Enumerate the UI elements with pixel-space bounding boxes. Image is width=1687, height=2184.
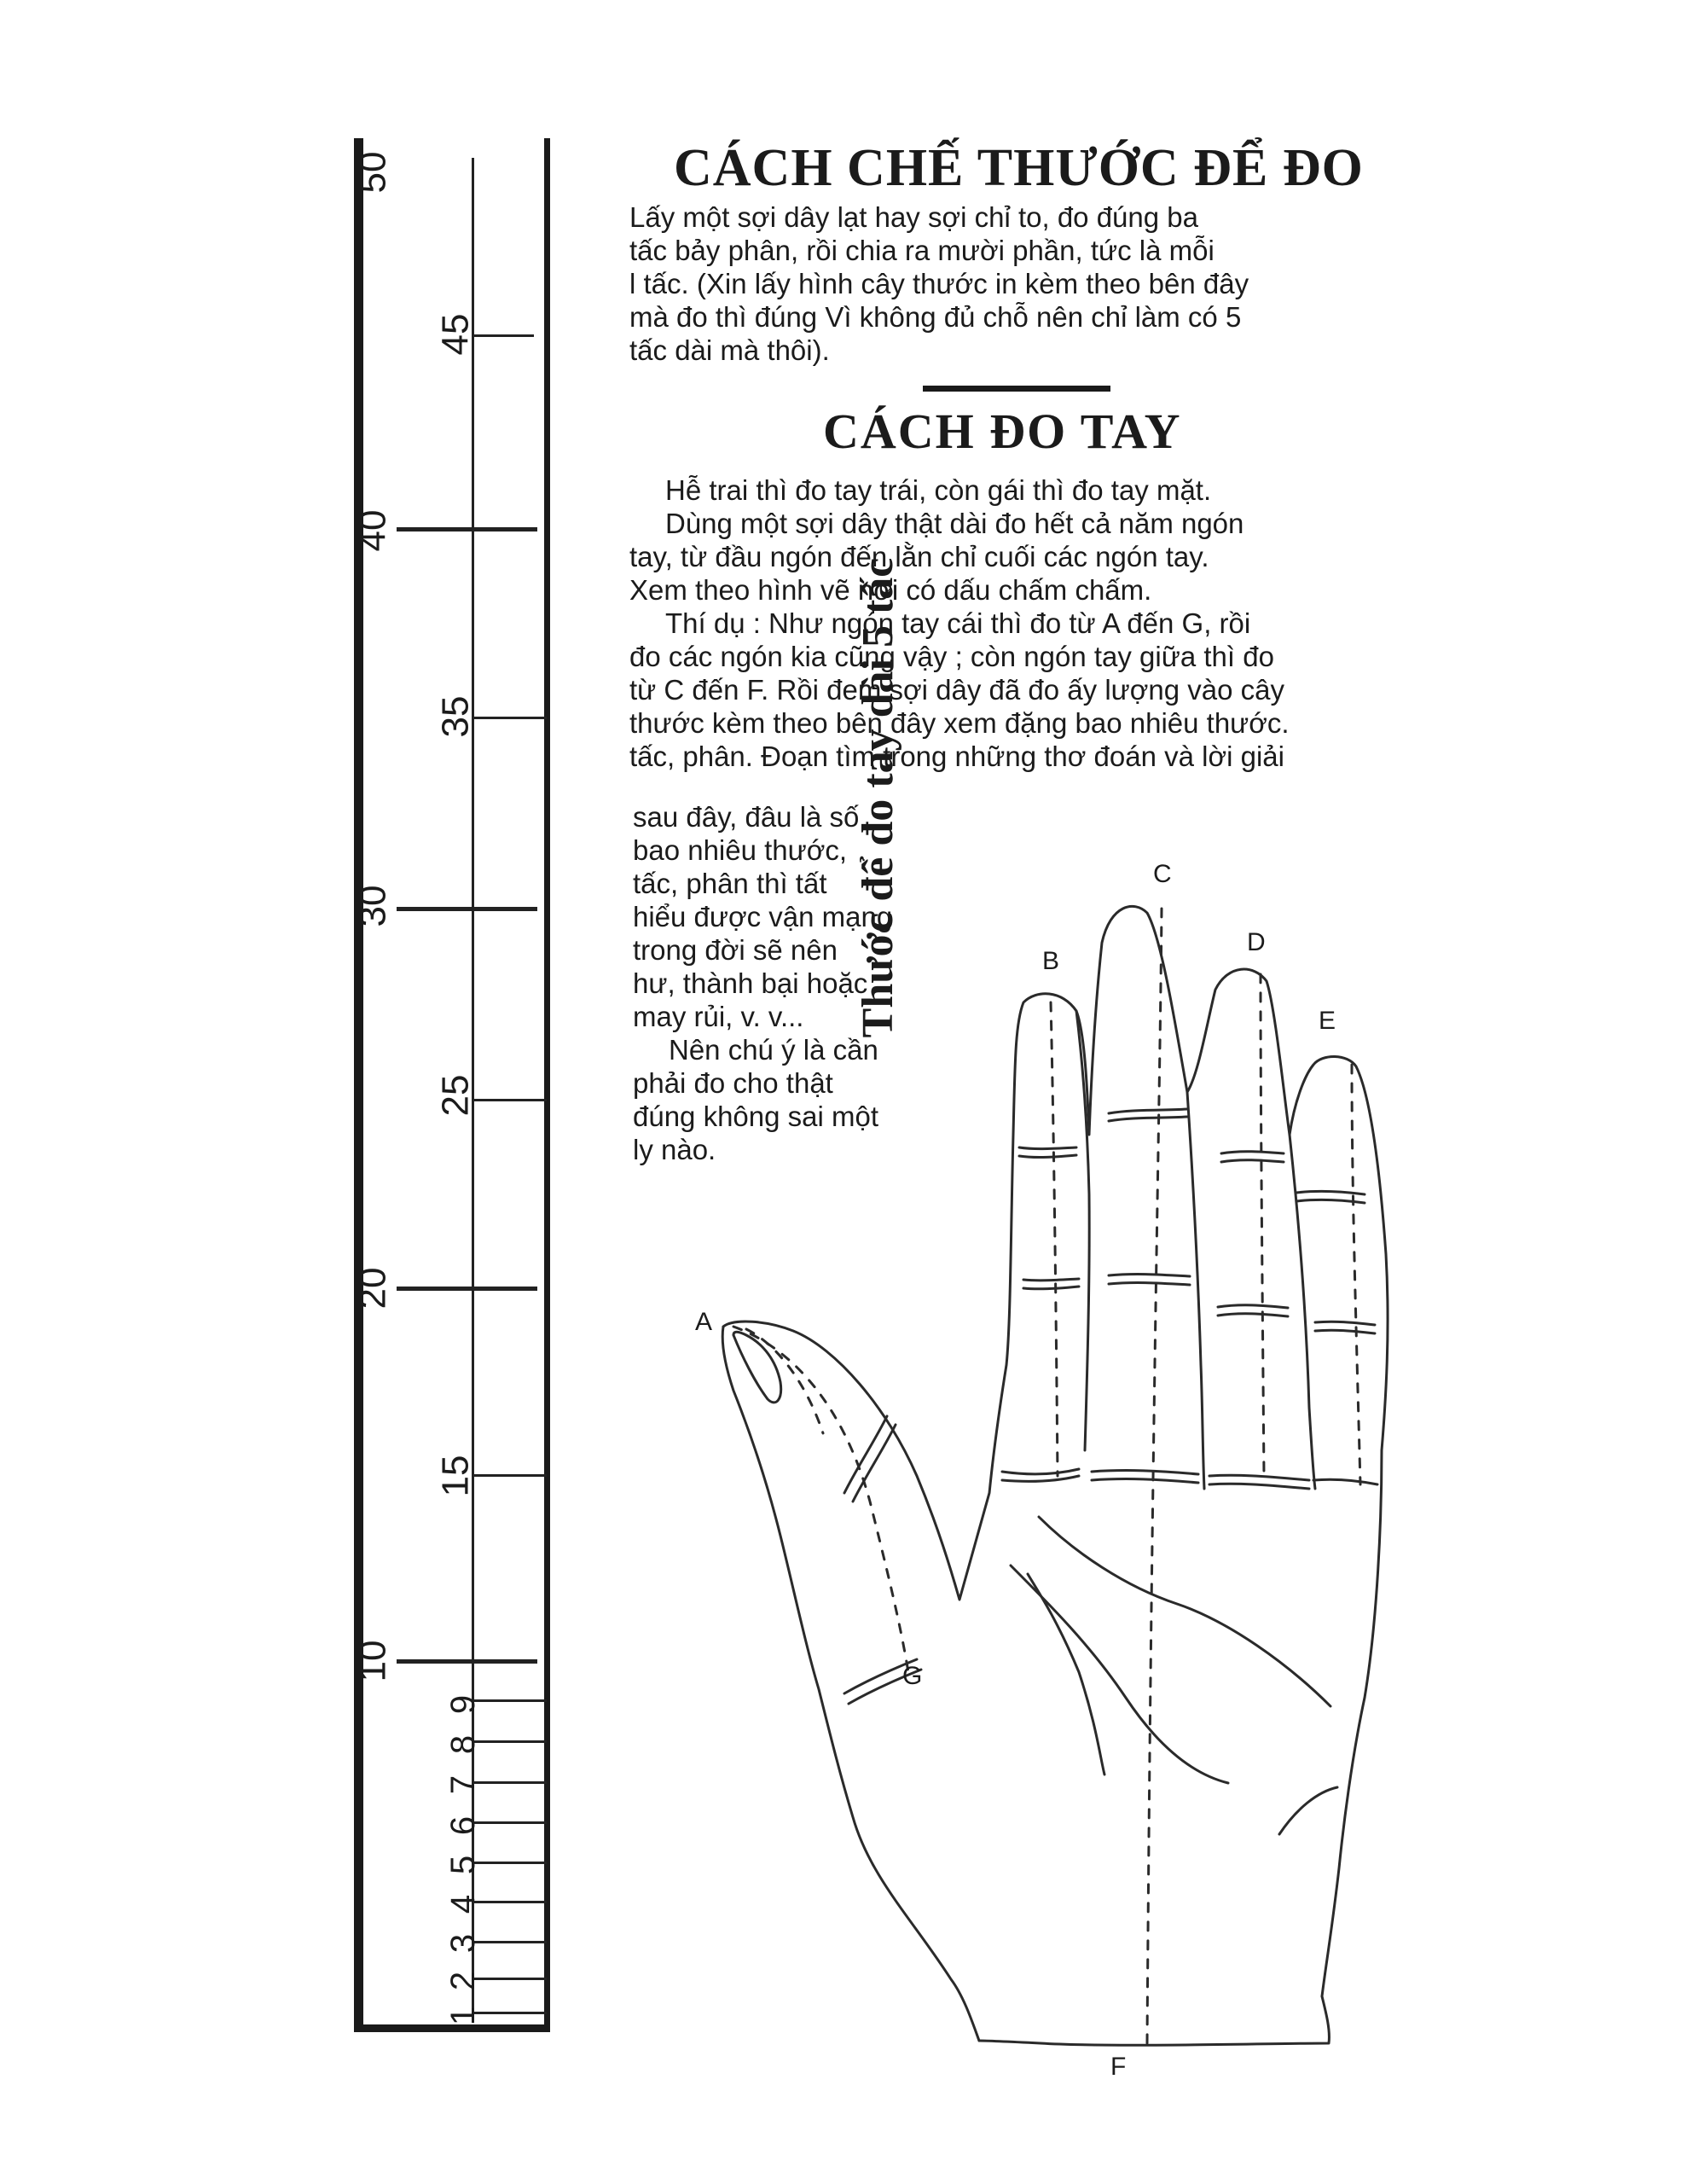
ruler-tick-25: [474, 1099, 547, 1101]
text-line: may rủi, v. v...: [633, 1001, 804, 1032]
text-line: Nên chú ý là cần: [669, 1034, 878, 1066]
ruler-inner-line: [472, 158, 474, 2018]
ruler-tick-6: [474, 1821, 547, 1824]
text-line: phải đo cho thật: [633, 1067, 833, 1099]
ruler-number-45: 45: [434, 313, 477, 356]
text-line: Lấy một sợi dây lạt hay sợi chỉ to, đo đ…: [629, 201, 1198, 233]
text-line: ly nào.: [633, 1134, 716, 1165]
text-line: mà đo thì đúng Vì không đủ chỗ nên chỉ l…: [629, 301, 1242, 333]
ruler-tick-3: [474, 1941, 547, 1943]
ruler-number-9: 9: [444, 1694, 483, 1715]
hand-label-f: F: [1110, 2053, 1127, 2081]
ruler-tick-7: [474, 1781, 547, 1784]
ruler-tick-15: [474, 1474, 547, 1477]
hand-label-c: C: [1153, 860, 1172, 888]
text-line: Thí dụ : Như ngón tay cái thì đo từ A đế…: [665, 607, 1251, 639]
ruler-number-40: 40: [351, 509, 394, 552]
hand-label-e: E: [1319, 1007, 1336, 1035]
text-line: hư, thành bại hoặc: [633, 967, 868, 999]
ruler-tick-20: [397, 1287, 537, 1291]
text-line: Hễ trai thì đo tay trái, còn gái thì đo …: [665, 474, 1212, 506]
text-line: tấc dài mà thôi).: [629, 334, 830, 366]
text-line: tấc bảy phân, rồi chia ra mười phần, tức…: [629, 235, 1215, 266]
ruler-number-15: 15: [434, 1455, 477, 1497]
ruler-number-4: 4: [444, 1894, 483, 1914]
ruler-tick-10: [397, 1659, 537, 1664]
text-line: trong đời sẽ nên: [633, 934, 838, 966]
ruler-number-20: 20: [351, 1267, 394, 1310]
paragraph-side-note: sau đây, đâu là số bao nhiêu thước, tấc,…: [633, 800, 914, 1166]
ruler-number-8: 8: [444, 1734, 483, 1755]
text-line: l tấc. (Xin lấy hình cây thước in kèm th…: [629, 268, 1249, 299]
ruler-number-2: 2: [444, 1971, 483, 1991]
ruler-number-25: 25: [434, 1074, 477, 1117]
ruler-number-1: 1: [444, 2006, 483, 2026]
ruler-tick-1: [474, 2012, 547, 2014]
ruler-number-35: 35: [434, 695, 477, 738]
text-line: tấc, phân. Đoạn tìm trong những thơ đoán…: [629, 741, 1284, 772]
section-divider: [923, 386, 1110, 392]
ruler-tick-5: [474, 1862, 547, 1864]
text-line: tấc, phân thì tất: [633, 868, 827, 899]
ruler-tick-2: [474, 1978, 547, 1980]
hand-label-d: D: [1247, 928, 1266, 956]
ruler-tick-40: [397, 527, 537, 531]
ruler-tick-35: [474, 717, 547, 719]
ruler-frame: [354, 138, 550, 2032]
ruler-number-30: 30: [351, 885, 394, 927]
hand-label-g: G: [902, 1662, 923, 1690]
text-line: sau đây, đâu là số: [633, 801, 860, 833]
ruler-tick-30: [397, 907, 537, 911]
text-line: đo các ngón kia cũng vậy ; còn ngón tay …: [629, 641, 1274, 672]
hand-label-b: B: [1042, 947, 1060, 975]
heading-make-ruler: CÁCH CHẾ THƯỚC ĐỂ ĐO: [674, 139, 1364, 197]
ruler-number-7: 7: [444, 1774, 483, 1795]
text-line: bao nhiêu thước,: [633, 834, 848, 866]
ruler-number-5: 5: [444, 1855, 483, 1875]
heading-measure-hand: CÁCH ĐO TAY: [823, 404, 1182, 459]
ruler-number-50: 50: [351, 151, 394, 194]
ruler-tick-4: [474, 1901, 547, 1903]
text-line: Xem theo hình vẽ nơi có dấu chấm chấm.: [629, 574, 1152, 606]
text-line: thước kèm theo bên đây xem đặng bao nhiê…: [629, 707, 1290, 739]
ruler-tick-8: [474, 1740, 547, 1743]
paragraph-make-ruler: Lấy một sợi dây lạt hay sợi chỉ to, đo đ…: [629, 200, 1371, 367]
ruler-tick-9: [474, 1699, 547, 1702]
ruler-number-10: 10: [351, 1640, 394, 1682]
text-line: từ C đến F. Rồi đem sợi dây đã đo ấy lượ…: [629, 674, 1284, 706]
hand-label-a: A: [695, 1308, 713, 1336]
ruler-number-6: 6: [444, 1815, 483, 1836]
text-line: Dùng một sợi dây thật dài đo hết cả năm …: [665, 508, 1244, 539]
paragraph-measure-hand: Hễ trai thì đo tay trái, còn gái thì đo …: [629, 473, 1380, 773]
ruler-tick-45: [474, 334, 534, 337]
ruler-number-3: 3: [444, 1933, 483, 1954]
text-line: hiểu được vận mạng: [633, 901, 893, 932]
text-line: đúng không sai một: [633, 1101, 879, 1132]
text-line: tay, từ đầu ngón đến lằn chỉ cuối các ng…: [629, 541, 1209, 572]
